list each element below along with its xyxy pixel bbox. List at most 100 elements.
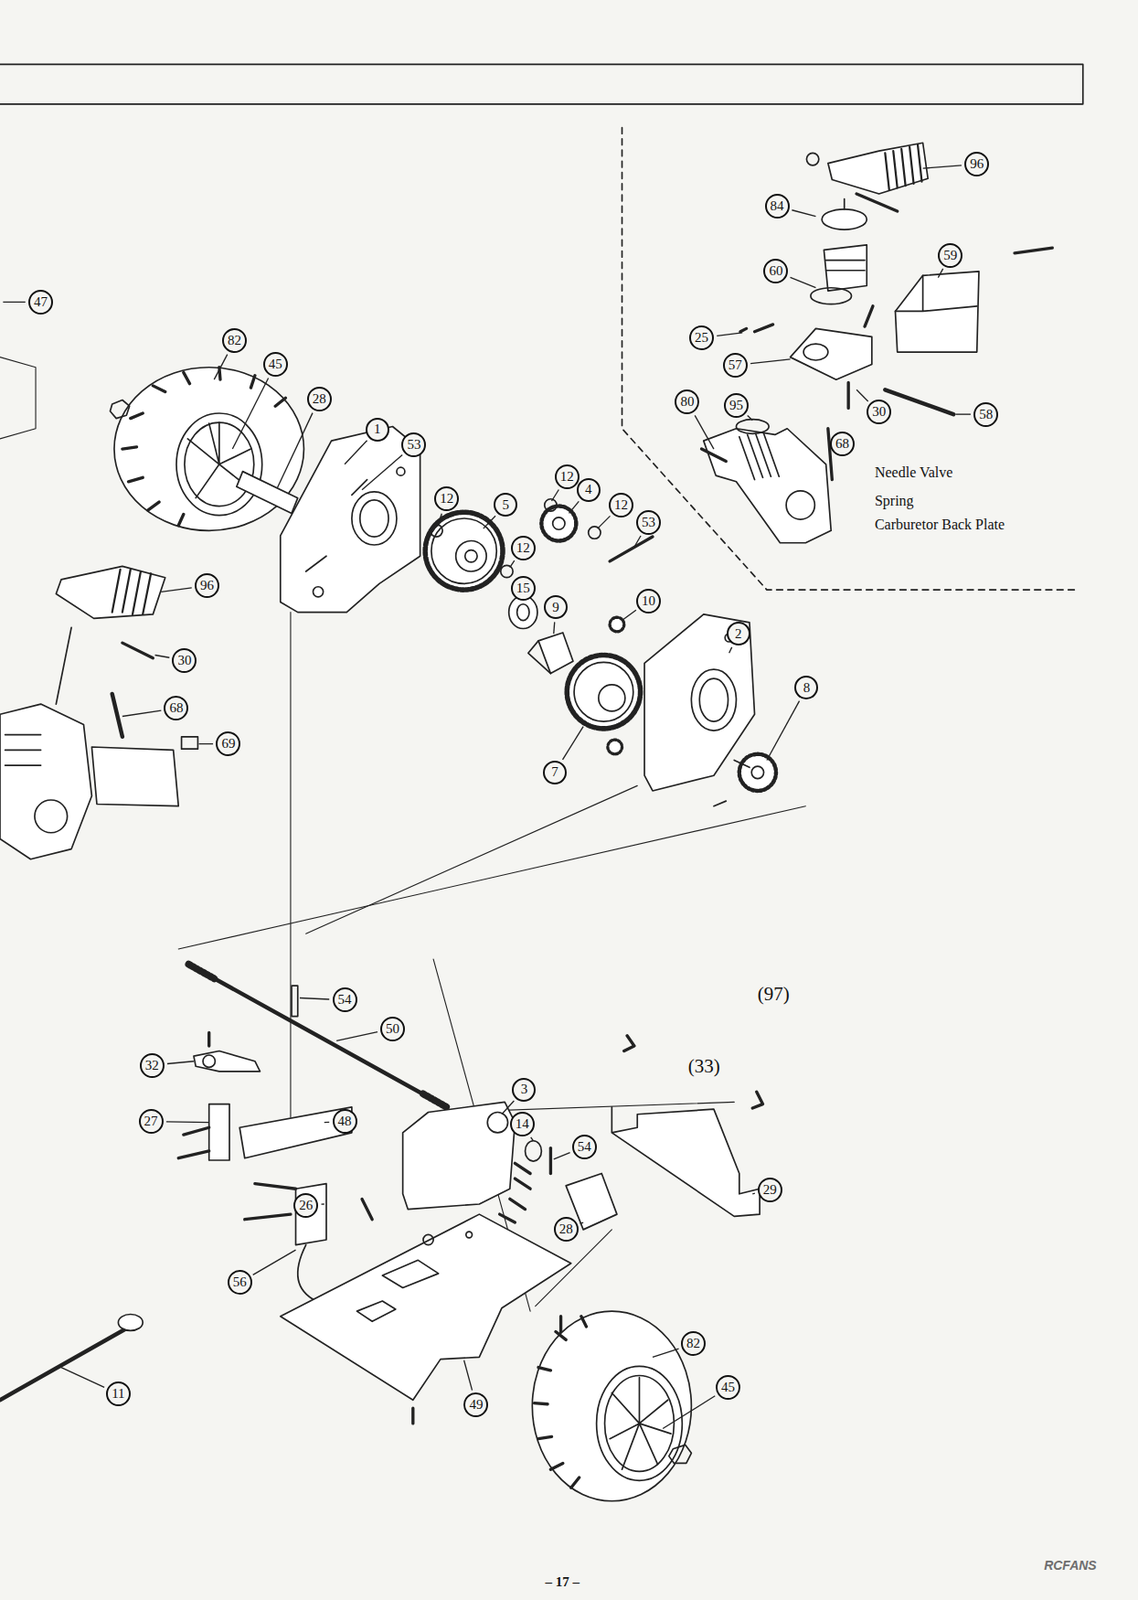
callout-circle: 30 [171, 648, 197, 673]
callout-number: 8 [803, 680, 811, 695]
bulkhead [403, 1101, 516, 1209]
gearbox-plate [312, 586, 323, 597]
leader-line [510, 560, 515, 567]
assembly-line [289, 612, 291, 1117]
callout-number: 29 [763, 1182, 777, 1197]
callout-number: 57 [728, 358, 743, 373]
leader-line [122, 710, 161, 716]
callout-circle: 69 [215, 731, 241, 756]
steering-linkage [611, 1035, 763, 1217]
callout-number: 54 [338, 992, 352, 1007]
callout-number: 25 [694, 330, 709, 345]
part-name: Needle Valve [872, 464, 955, 481]
leader-line [729, 647, 733, 653]
callout-number: 59 [943, 248, 958, 263]
gear [528, 640, 552, 674]
callout-number: 5 [502, 498, 511, 512]
assembly-line [0, 357, 36, 439]
part-name: Spring [872, 492, 916, 510]
gear [574, 661, 634, 722]
chassis-plate [423, 1233, 434, 1245]
callout-number: 27 [144, 1114, 159, 1128]
callout-number: 7 [551, 765, 559, 779]
leader-line [232, 377, 268, 449]
callout-number: 53 [641, 515, 656, 530]
callout-number: 45 [268, 357, 283, 372]
callout-circle: 8 [794, 675, 819, 700]
chassis-plate [356, 1300, 395, 1321]
callout-number: 48 [338, 1114, 352, 1128]
bulkhead [549, 1148, 553, 1174]
callout-number: 4 [584, 482, 593, 497]
gear [733, 759, 750, 767]
callout-number: 96 [200, 578, 214, 593]
servo-saver [209, 1104, 230, 1160]
callout-number: 1 [373, 422, 382, 437]
washer [588, 526, 601, 539]
carburetor [843, 199, 846, 210]
leader-line [750, 359, 791, 364]
callout-number: 28 [312, 392, 327, 406]
callout-circle: 82 [222, 328, 247, 353]
dashed-divider [622, 127, 1080, 591]
callout-number: 50 [385, 1021, 400, 1036]
servo-saver [207, 1031, 211, 1046]
wheel [531, 1310, 692, 1501]
engine [739, 433, 780, 479]
engine [34, 799, 68, 833]
leader-line [531, 1137, 534, 1141]
callout-number: 54 [577, 1139, 592, 1154]
antenna [0, 1314, 143, 1401]
leader-line [361, 455, 403, 490]
callout-circle: 26 [293, 1192, 319, 1218]
carburetor [740, 324, 774, 332]
engine [786, 490, 815, 520]
engine [5, 734, 42, 766]
engine [91, 746, 179, 807]
gearbox-plate [691, 669, 736, 731]
callout-number: 12 [560, 469, 575, 484]
wheel [534, 1316, 587, 1489]
washer [430, 499, 653, 578]
title-frame [0, 63, 1084, 105]
servo-saver [193, 1051, 261, 1072]
callout-circle: 11 [106, 1381, 131, 1406]
leader-line [483, 515, 496, 529]
callout-circle: 25 [689, 325, 714, 351]
leader-line [213, 354, 227, 380]
callout-circle: 57 [723, 352, 748, 378]
callout-number: 30 [177, 653, 192, 668]
callout-circle: 32 [139, 1052, 165, 1078]
steering-linkage [624, 1035, 764, 1108]
callout-number: 96 [969, 157, 984, 171]
callout-circle: 53 [636, 510, 661, 535]
callout-circle: 59 [937, 243, 963, 268]
axle-bushing [236, 471, 298, 514]
bulkhead [499, 1162, 531, 1223]
air-cleaner [894, 247, 1053, 352]
servo-saver [178, 1127, 209, 1158]
title-frame [0, 63, 1084, 105]
gear [598, 684, 626, 712]
callout-circle: 54 [572, 1134, 597, 1160]
callout-circle: 84 [765, 193, 790, 219]
callout-number: 12 [516, 541, 531, 555]
wheel [176, 413, 263, 516]
leader-line [61, 1367, 105, 1388]
callout-circle: 45 [263, 351, 288, 377]
callout-circle: 14 [510, 1111, 535, 1137]
part-name: Carburetor Back Plate [872, 516, 1007, 533]
callout-circle: 4 [576, 478, 601, 502]
leader-line [569, 500, 580, 513]
callout-circle: 10 [636, 588, 661, 614]
gear [465, 550, 478, 563]
carburetor [810, 287, 852, 305]
callout-circle: 60 [763, 258, 788, 284]
assembly-line [178, 806, 806, 949]
engine [0, 703, 92, 860]
leader-line [344, 440, 367, 465]
gear [425, 506, 777, 791]
callout-number: 49 [468, 1397, 483, 1412]
callout-number: 15 [516, 581, 531, 596]
